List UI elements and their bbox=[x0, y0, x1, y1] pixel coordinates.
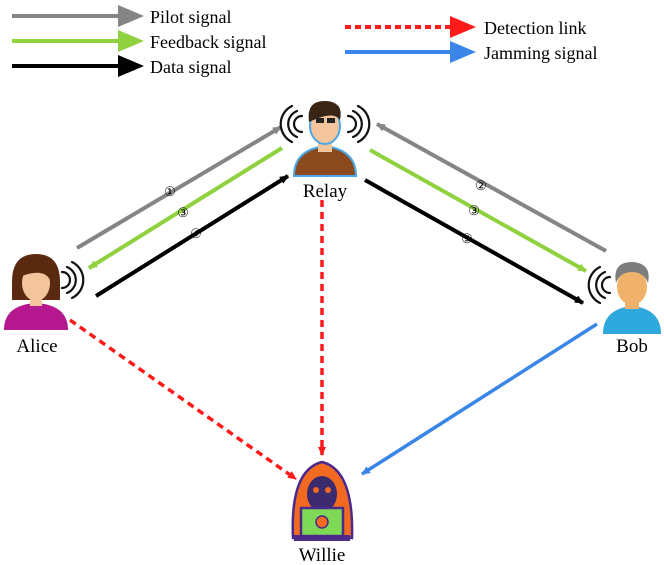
relay-node: Relay bbox=[279, 100, 371, 202]
willie-hacker-icon bbox=[291, 460, 354, 541]
legend-item-feedback: Feedback signal bbox=[12, 30, 266, 52]
legend-jamming-label: Jamming signal bbox=[484, 43, 598, 63]
step-label-alice-relay-data: ④ bbox=[190, 226, 202, 241]
alice-to-relay-pilot-arrow bbox=[75, 125, 283, 250]
legend-detection-arrowhead bbox=[450, 16, 476, 38]
bob-to-willie-jamming-arrow bbox=[361, 322, 598, 476]
legend-pilot-arrowhead bbox=[118, 5, 144, 27]
legend-jamming-arrowhead bbox=[450, 41, 476, 63]
alice-to-relay-data-arrow bbox=[94, 174, 290, 298]
relay-to-bob-feedback-arrow bbox=[369, 148, 587, 273]
step-label-bob-relay-pilot: ② bbox=[475, 178, 487, 193]
step-label-alice-relay-pilot: ① bbox=[164, 184, 176, 199]
relay-to-bob-data-arrow bbox=[364, 178, 584, 305]
relay-signal-waves-left-icon bbox=[279, 104, 304, 144]
relay-label: Relay bbox=[303, 181, 348, 202]
legend-item-jamming: Jamming signal bbox=[345, 41, 598, 63]
relay-to-alice-feedback-arrow bbox=[87, 146, 284, 270]
links bbox=[68, 122, 607, 481]
willie-label: Willie bbox=[299, 545, 346, 565]
step-label-alice-relay-feedback: ③ bbox=[177, 205, 189, 220]
willie-node: Willie bbox=[291, 460, 354, 565]
legend-detection-label: Detection link bbox=[484, 18, 586, 38]
alice-signal-waves-icon bbox=[60, 260, 85, 300]
relay-avatar bbox=[292, 100, 358, 177]
legend-feedback-arrowhead bbox=[118, 30, 144, 52]
legend-item-detection: Detection link bbox=[345, 16, 586, 38]
step-labels: ① ③ ④ ② ③ ⑤ bbox=[164, 178, 487, 246]
legend-data-arrowhead bbox=[118, 55, 144, 77]
relay-signal-waves-right-icon bbox=[346, 104, 371, 144]
alice-label: Alice bbox=[16, 336, 57, 357]
bob-node: Bob bbox=[587, 262, 661, 357]
alice-avatar bbox=[4, 254, 68, 330]
legend-pilot-label: Pilot signal bbox=[150, 7, 232, 27]
legend-feedback-label: Feedback signal bbox=[150, 32, 266, 52]
bob-avatar bbox=[603, 262, 661, 334]
legend: Pilot signal Feedback signal Data signal… bbox=[12, 5, 598, 77]
legend-item-pilot: Pilot signal bbox=[12, 5, 232, 27]
bob-signal-waves-icon bbox=[587, 265, 612, 305]
alice-to-willie-detection-arrow bbox=[68, 318, 298, 481]
step-label-relay-bob-data: ⑤ bbox=[461, 231, 473, 246]
legend-item-data: Data signal bbox=[12, 55, 231, 77]
alice-node: Alice bbox=[4, 254, 85, 357]
step-label-bob-relay-feedback: ③ bbox=[468, 203, 480, 218]
bob-label: Bob bbox=[616, 336, 648, 357]
legend-data-label: Data signal bbox=[150, 57, 231, 77]
bob-to-relay-pilot-arrow bbox=[376, 122, 607, 253]
